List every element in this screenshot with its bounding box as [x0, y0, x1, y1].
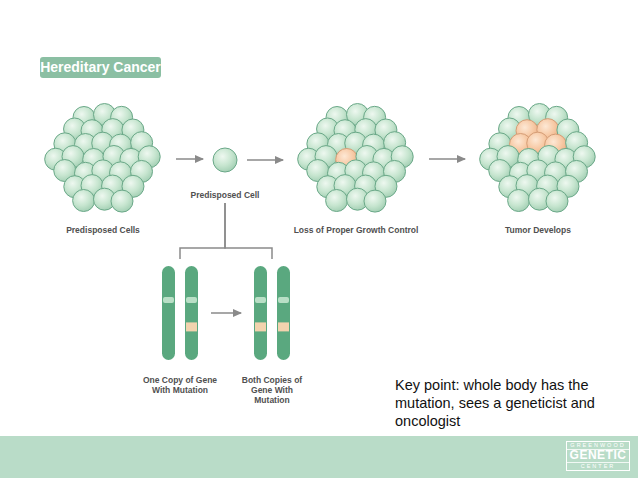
bracket-connector	[225, 203, 272, 259]
cell-cluster	[39, 105, 167, 213]
single-cell-node: Predisposed Cell	[185, 147, 265, 200]
normal-cell	[364, 190, 386, 212]
centromere	[278, 297, 289, 303]
node-label: Predisposed Cell	[185, 190, 265, 200]
normal-cell	[326, 189, 348, 211]
mutation-band	[255, 322, 266, 331]
tumor-cluster-node: Tumor Develops	[463, 105, 613, 235]
normal-cell	[213, 148, 237, 172]
chromosome	[162, 266, 175, 360]
cell-cluster-node: Predisposed Cells	[28, 105, 178, 235]
node-label: Both Copies of Gene With Mutation	[234, 375, 310, 405]
centromere	[255, 297, 266, 303]
logo-text: GENETIC	[566, 449, 630, 462]
normal-cell	[73, 189, 95, 211]
arrow-connector	[211, 312, 241, 314]
chromosome	[277, 266, 290, 360]
chromosome	[254, 266, 267, 360]
arrow-connector	[247, 159, 283, 161]
node-label: Predisposed Cells	[28, 225, 178, 235]
logo-frame	[567, 442, 630, 471]
chromosome	[185, 266, 198, 360]
chromosome-pair	[250, 265, 294, 361]
cell-cluster	[474, 105, 602, 213]
logo-text: GREENWOOD	[566, 442, 630, 449]
key-point-note: Key point: whole body has the mutation, …	[395, 376, 630, 430]
logo-text: CENTER	[566, 463, 630, 470]
cell-cluster-node: Loss of Proper Growth Control	[281, 105, 431, 235]
node-label: Tumor Develops	[463, 225, 613, 235]
normal-cell	[508, 189, 530, 211]
centromere	[163, 297, 174, 303]
mutation-band	[186, 322, 197, 331]
normal-cell	[111, 190, 133, 212]
arrow-connector	[176, 158, 203, 160]
cell-cluster	[292, 105, 420, 213]
arrow-connector	[429, 158, 465, 160]
node-label: Loss of Proper Growth Control	[281, 225, 431, 235]
normal-cell	[546, 190, 568, 212]
footer-band	[0, 436, 638, 478]
title-badge: Hereditary Cancer	[40, 57, 161, 78]
bracket-connector	[180, 203, 225, 259]
chromosome-pair	[158, 265, 202, 361]
chromosome-pair-node: Both Copies of Gene With Mutation	[234, 265, 310, 405]
chromosome-pair-node: One Copy of Gene With Mutation	[142, 265, 218, 395]
logo-rule	[567, 462, 630, 463]
mutation-band	[278, 322, 289, 331]
node-label: One Copy of Gene With Mutation	[142, 375, 218, 395]
centromere	[186, 297, 197, 303]
single-cell	[212, 147, 238, 173]
